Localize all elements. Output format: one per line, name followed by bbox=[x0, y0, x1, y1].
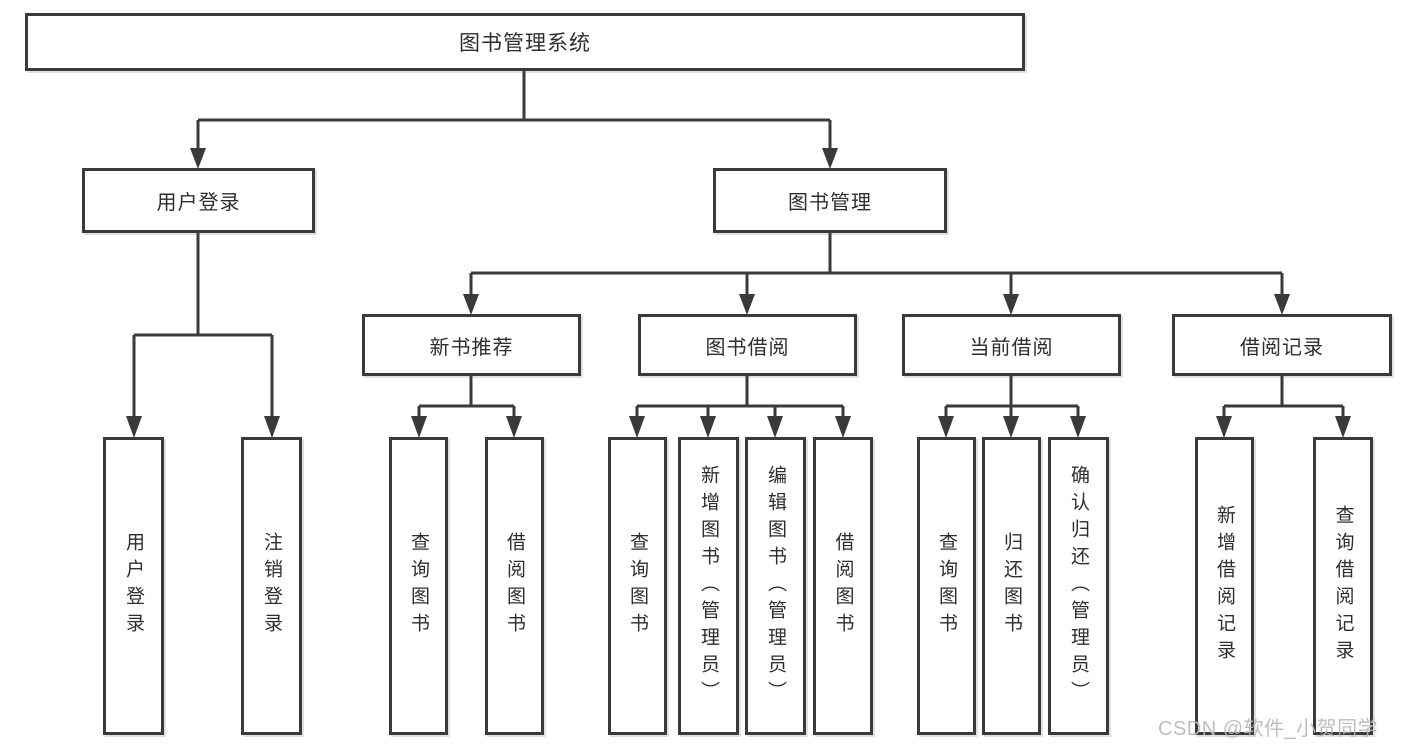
node-label: 当前借阅 bbox=[969, 336, 1054, 359]
node-label: 用户登录 bbox=[123, 532, 144, 640]
node-current-borrow: 当前借阅 bbox=[902, 314, 1121, 376]
node-user-login: 用户登录 bbox=[82, 168, 315, 233]
node-label: 图书管理系统 bbox=[459, 32, 591, 55]
connector-new-book-recommend-to-leaves bbox=[411, 376, 522, 438]
leaf-add-borrow-record: 新增借阅记录 bbox=[1195, 437, 1254, 735]
connector-user-login-to-leaves bbox=[126, 233, 280, 438]
node-label: 新书推荐 bbox=[429, 336, 514, 359]
leaf-logout: 注销登录 bbox=[241, 437, 302, 735]
node-label: 查询图书 bbox=[408, 532, 429, 640]
leaf-query-borrow-record: 查询借阅记录 bbox=[1313, 437, 1373, 735]
node-borrow-records: 借阅记录 bbox=[1172, 314, 1392, 376]
node-label: 借阅图书 bbox=[832, 532, 854, 640]
connector-book-borrow-to-leaves bbox=[629, 376, 851, 438]
node-root-library-management-system: 图书管理系统 bbox=[25, 13, 1025, 71]
leaf-add-books-admin: 新增图书（管理员） bbox=[678, 437, 739, 735]
node-label: 图书借阅 bbox=[705, 336, 790, 359]
node-new-book-recommend: 新书推荐 bbox=[362, 314, 581, 376]
node-label: 查询借阅记录 bbox=[1332, 505, 1354, 667]
leaf-borrow-books: 借阅图书 bbox=[813, 437, 873, 735]
node-label: 图书管理 bbox=[788, 192, 872, 214]
leaf-edit-books-admin: 编辑图书（管理员） bbox=[745, 437, 806, 735]
node-label: 编辑图书（管理员） bbox=[765, 464, 786, 708]
connector-current-borrow-to-leaves bbox=[938, 376, 1086, 438]
leaf-query-books-current: 查询图书 bbox=[917, 437, 976, 735]
node-label: 确认归还（管理员） bbox=[1068, 464, 1089, 708]
node-label: 新增图书（管理员） bbox=[698, 464, 719, 708]
node-label: 新增借阅记录 bbox=[1214, 505, 1235, 667]
node-book-management: 图书管理 bbox=[713, 168, 947, 233]
csdn-watermark: CSDN @软件_小贺同学 bbox=[1158, 718, 1379, 740]
node-label: 归还图书 bbox=[1001, 532, 1022, 640]
node-label: 借阅图书 bbox=[504, 532, 525, 640]
node-label: 查询图书 bbox=[627, 532, 648, 640]
node-label: 查询图书 bbox=[936, 532, 957, 640]
connector-borrow-records-to-leaves bbox=[1216, 376, 1351, 438]
leaf-borrow-books-recommend: 借阅图书 bbox=[485, 437, 544, 735]
leaf-return-books: 归还图书 bbox=[982, 437, 1041, 735]
node-label: 借阅记录 bbox=[1240, 336, 1324, 359]
leaf-user-login: 用户登录 bbox=[103, 437, 164, 735]
node-book-borrow: 图书借阅 bbox=[638, 314, 857, 376]
connector-book-management-to-level3 bbox=[463, 233, 1290, 315]
node-label: 注销登录 bbox=[261, 532, 282, 640]
node-label: 用户登录 bbox=[156, 192, 241, 214]
leaf-confirm-return-admin: 确认归还（管理员） bbox=[1048, 437, 1109, 735]
connector-root-to-level2 bbox=[190, 70, 838, 169]
leaf-query-books-recommend: 查询图书 bbox=[389, 437, 448, 735]
leaf-query-books-borrow: 查询图书 bbox=[608, 437, 667, 735]
